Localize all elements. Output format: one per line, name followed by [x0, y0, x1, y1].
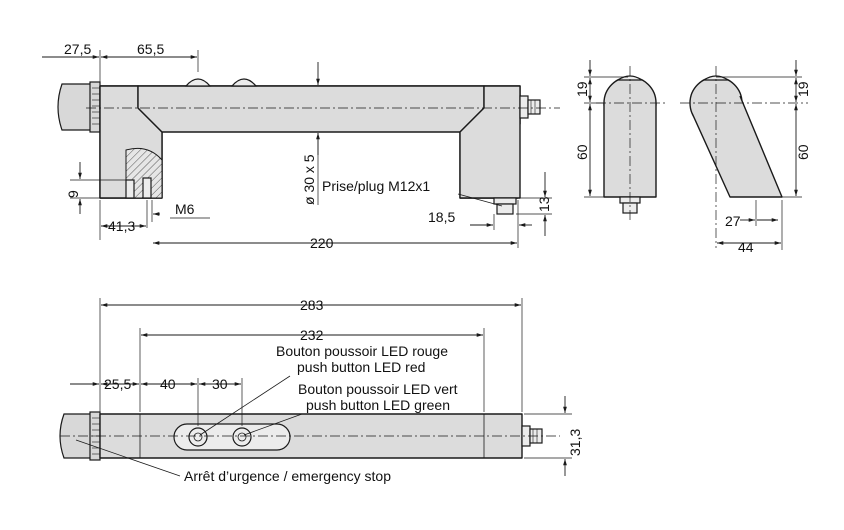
label-green-en: push button LED green	[306, 397, 450, 413]
green-led-button-icon	[232, 427, 252, 447]
side-a-dim-60: 60	[574, 144, 590, 160]
connector-label: Prise/plug M12x1	[322, 178, 430, 194]
red-led-button-icon	[188, 427, 208, 447]
side-b-dim-60: 60	[795, 144, 811, 160]
side-b-dim-27: 27	[725, 213, 741, 229]
front-view: 283 232 25,5 40 30 Bouton poussoir LED r…	[59, 297, 583, 484]
dim-diameter: ø 30 x 5	[301, 154, 317, 205]
side-b-dim-19: 19	[795, 81, 811, 97]
dim-25-5: 25,5	[104, 376, 131, 392]
side-b-dim-44: 44	[738, 239, 754, 255]
label-red-fr: Bouton poussoir LED rouge	[276, 343, 448, 359]
side-view-a: 19 60	[574, 60, 668, 222]
dim-283: 283	[300, 297, 324, 313]
green-button-top-icon	[230, 78, 258, 87]
handle-bar	[137, 85, 485, 133]
dim-31-3: 31,3	[567, 429, 583, 456]
label-green-fr: Bouton poussoir LED vert	[298, 381, 458, 397]
dim-9: 9	[65, 190, 81, 198]
dim-232: 232	[300, 327, 324, 343]
emergency-stop-knob-icon	[57, 81, 101, 133]
dim-41-3: 41,3	[108, 218, 135, 234]
side-view-b: 19 60 27 44	[680, 60, 811, 255]
label-estop: Arrêt d’urgence / emergency stop	[184, 468, 391, 484]
dim-30: 30	[212, 376, 228, 392]
dim-13: 13	[536, 196, 552, 212]
label-red-en: push button LED red	[297, 359, 425, 375]
dim-m6: M6	[175, 201, 195, 217]
side-a-dim-19: 19	[574, 81, 590, 97]
m12-connector-icon	[493, 95, 541, 215]
top-view: 27,5 65,5 9 41,3 M6 220 ø 30 x 5 Prise/p…	[42, 41, 560, 251]
red-button-top-icon	[184, 78, 212, 87]
mounting-section	[125, 147, 163, 199]
dim-27-5: 27,5	[64, 41, 91, 57]
dim-40: 40	[160, 376, 176, 392]
dim-65-5: 65,5	[137, 41, 164, 57]
dim-220: 220	[310, 235, 334, 251]
dim-18-5: 18,5	[428, 209, 455, 225]
